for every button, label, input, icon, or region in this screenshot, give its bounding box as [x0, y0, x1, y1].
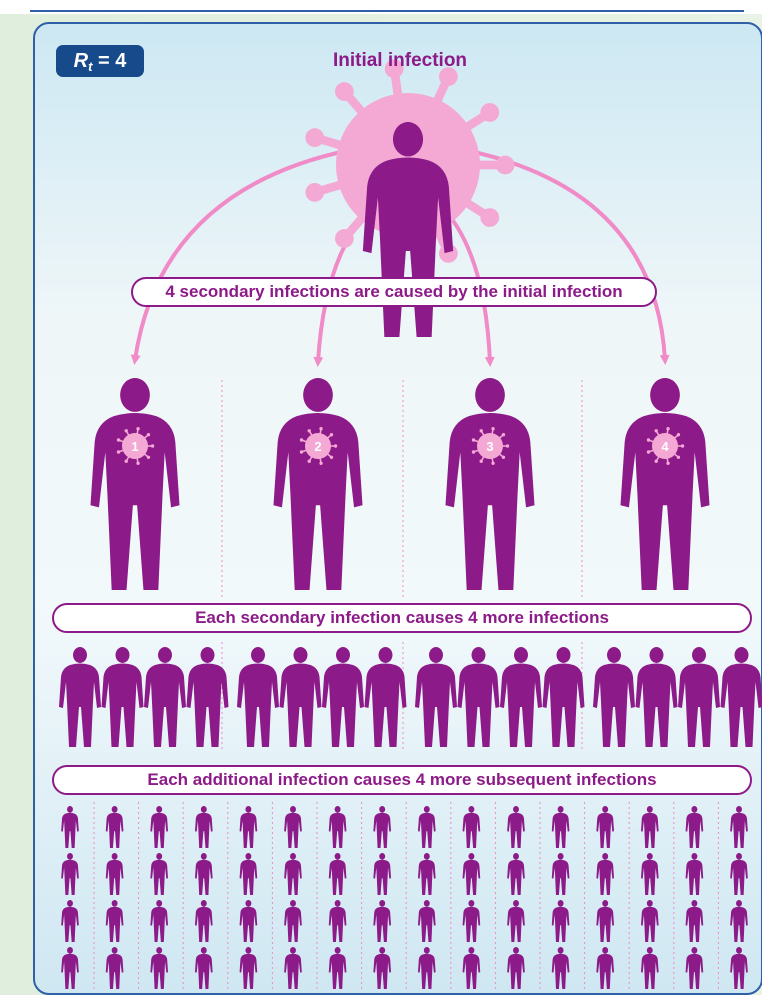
- subsequent-person: [284, 806, 302, 848]
- subsequent-person: [552, 806, 570, 848]
- subsequent-person: [641, 947, 659, 989]
- subsequent-person: [373, 806, 391, 848]
- subsequent-person: [240, 900, 258, 942]
- subsequent-person: [195, 806, 213, 848]
- subsequent-person: [240, 853, 258, 895]
- subsequent-person: [61, 853, 79, 895]
- tertiary-person: [500, 647, 542, 747]
- tertiary-person: [721, 647, 762, 747]
- subsequent-person: [106, 806, 124, 848]
- secondary-person: [620, 378, 709, 590]
- tertiary-person: [415, 647, 457, 747]
- subsequent-person: [106, 900, 124, 942]
- subsequent-person: [641, 853, 659, 895]
- rt-badge-r: R: [74, 50, 88, 72]
- tertiary-person: [102, 647, 144, 747]
- subsequent-person: [284, 947, 302, 989]
- subsequent-person: [552, 947, 570, 989]
- subsequent-person: [507, 900, 525, 942]
- subsequent-person: [61, 947, 79, 989]
- tertiary-person: [59, 647, 101, 747]
- subsequent-person: [373, 947, 391, 989]
- subsequent-person: [150, 947, 168, 989]
- secondary-number: 1: [131, 439, 138, 454]
- tertiary-person: [678, 647, 720, 747]
- secondary-number: 2: [314, 439, 321, 454]
- subsequent-person: [418, 947, 436, 989]
- tertiary-person: [144, 647, 186, 747]
- subsequent-person: [329, 947, 347, 989]
- subsequent-person: [507, 947, 525, 989]
- subsequent-person: [418, 806, 436, 848]
- label-secondary-infections: 4 secondary infections are caused by the…: [131, 277, 657, 307]
- subsequent-person: [552, 853, 570, 895]
- subsequent-person: [507, 806, 525, 848]
- subsequent-person: [106, 947, 124, 989]
- subsequent-person: [641, 806, 659, 848]
- rt-badge: Rt = 4: [56, 45, 144, 77]
- subsequent-person: [284, 853, 302, 895]
- subsequent-person: [195, 853, 213, 895]
- secondary-person: [273, 378, 362, 590]
- subsequent-person: [418, 900, 436, 942]
- label-each-secondary: Each secondary infection causes 4 more i…: [52, 603, 752, 633]
- secondary-number: 3: [486, 439, 493, 454]
- secondary-number-labels: 1 2 3 4: [131, 439, 669, 454]
- subsequent-person: [150, 806, 168, 848]
- secondary-person: [90, 378, 179, 590]
- subsequent-person: [507, 853, 525, 895]
- subsequent-person: [730, 853, 748, 895]
- subsequent-person: [686, 853, 704, 895]
- subsequent-person: [329, 900, 347, 942]
- subsequent-person: [373, 853, 391, 895]
- subsequent-person: [329, 806, 347, 848]
- subsequent-person: [329, 853, 347, 895]
- subsequent-person: [596, 853, 614, 895]
- people: [59, 122, 762, 989]
- tertiary-person: [458, 647, 500, 747]
- subsequent-person: [418, 853, 436, 895]
- subsequent-person: [686, 806, 704, 848]
- secondary-number: 4: [661, 439, 669, 454]
- subsequent-person: [596, 947, 614, 989]
- subsequent-person: [150, 900, 168, 942]
- subsequent-person: [463, 806, 481, 848]
- tertiary-person: [237, 647, 279, 747]
- tertiary-person: [543, 647, 585, 747]
- infection-arrow: [465, 150, 665, 360]
- subsequent-person: [463, 900, 481, 942]
- tertiary-person: [593, 647, 635, 747]
- infection-arrow: [135, 150, 350, 360]
- subsequent-person: [463, 947, 481, 989]
- subsequent-person: [373, 900, 391, 942]
- rt-badge-value: = 4: [92, 50, 126, 72]
- secondary-person: [445, 378, 534, 590]
- subsequent-person: [106, 853, 124, 895]
- subsequent-person: [61, 900, 79, 942]
- subsequent-person: [240, 947, 258, 989]
- subsequent-person: [150, 853, 168, 895]
- diagram-title: Initial infection: [300, 50, 500, 72]
- subsequent-person: [596, 900, 614, 942]
- subsequent-person: [463, 853, 481, 895]
- subsequent-person: [641, 900, 659, 942]
- subsequent-person: [730, 806, 748, 848]
- subsequent-person: [730, 947, 748, 989]
- label-each-additional: Each additional infection causes 4 more …: [52, 765, 752, 795]
- tertiary-person: [322, 647, 364, 747]
- subsequent-person: [284, 900, 302, 942]
- tertiary-person: [636, 647, 678, 747]
- tertiary-person: [365, 647, 407, 747]
- subsequent-person: [552, 900, 570, 942]
- subsequent-person: [686, 900, 704, 942]
- subsequent-person: [240, 806, 258, 848]
- subsequent-person: [195, 947, 213, 989]
- subsequent-person: [195, 900, 213, 942]
- subsequent-person: [61, 806, 79, 848]
- subsequent-person: [686, 947, 704, 989]
- subsequent-person: [596, 806, 614, 848]
- subsequent-person: [730, 900, 748, 942]
- tertiary-person: [280, 647, 322, 747]
